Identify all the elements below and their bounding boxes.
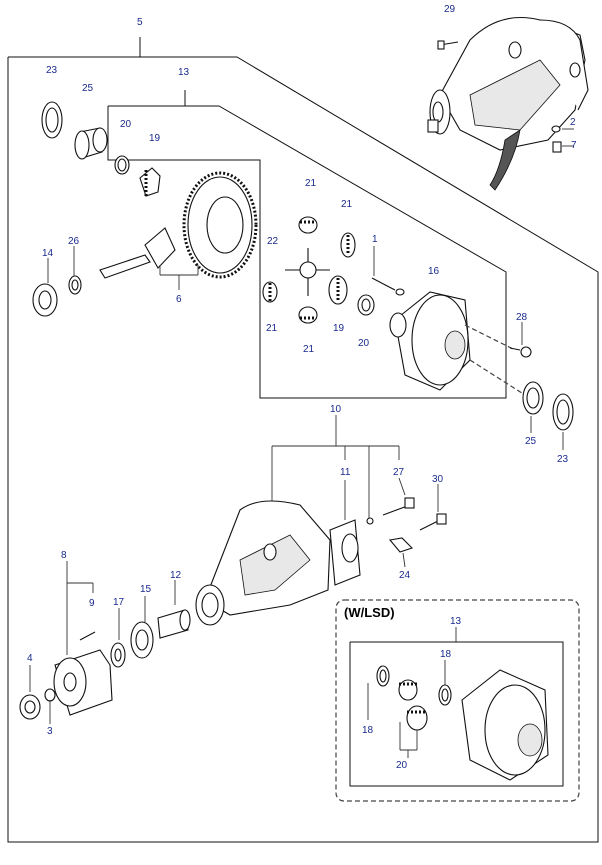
ring-pinion-6 [99,171,258,290]
callout-21: 21 [266,323,278,334]
callout-21: 21 [341,199,353,210]
callout-23: 23 [46,65,58,76]
upper-housing-assembly [427,16,589,191]
callout-16: 16 [428,266,440,277]
callout-23: 23 [557,454,569,465]
callout-13: 13 [450,616,462,627]
callout-30: 30 [432,474,444,485]
carrier-housing-10 [195,415,447,626]
callout-26: 26 [68,236,80,247]
callout-9: 9 [89,598,95,609]
lsd-title: (W/LSD) [344,605,395,620]
callout-21: 21 [303,344,315,355]
carrier-bearings-right [522,381,574,450]
callout-labels: 5 29 23 13 25 20 19 2 7 21 21 22 1 14 26… [27,4,577,771]
callout-20: 20 [396,760,408,771]
callout-4: 4 [27,653,33,664]
callout-20: 20 [120,119,132,130]
callout-25: 25 [525,436,537,447]
callout-1: 1 [372,234,378,245]
callout-8: 8 [61,550,67,561]
front-flange-assembly [19,561,191,724]
callout-13: 13 [178,67,190,78]
callout-29: 29 [444,4,456,15]
pinion-bearings-lower [32,246,82,317]
callout-14: 14 [42,248,54,259]
callout-10: 10 [330,404,342,415]
callout-2: 2 [570,117,576,128]
callout-12: 12 [170,570,182,581]
callout-28: 28 [516,312,528,323]
callout-5: 5 [137,17,143,28]
diff-case-16 [389,291,532,396]
pinion-bearings-upper [41,101,161,197]
callout-19: 19 [333,323,345,334]
callout-19: 19 [149,133,161,144]
callout-20: 20 [358,338,370,349]
callout-3: 3 [47,726,53,737]
gear-set-outline-13 [107,90,507,399]
callout-24: 24 [399,570,411,581]
callout-18: 18 [440,649,452,660]
callout-6: 6 [176,294,182,305]
callout-7: 7 [571,140,577,151]
assembly-outline-5 [7,37,599,843]
callout-15: 15 [140,584,152,595]
callout-18: 18 [362,725,374,736]
callout-22: 22 [267,236,279,247]
callout-27: 27 [393,467,405,478]
lsd-box [335,599,580,802]
callout-17: 17 [113,597,125,608]
spider-gears [262,216,405,324]
callout-21: 21 [305,178,317,189]
callout-11: 11 [340,467,351,478]
callout-25: 25 [82,83,94,94]
